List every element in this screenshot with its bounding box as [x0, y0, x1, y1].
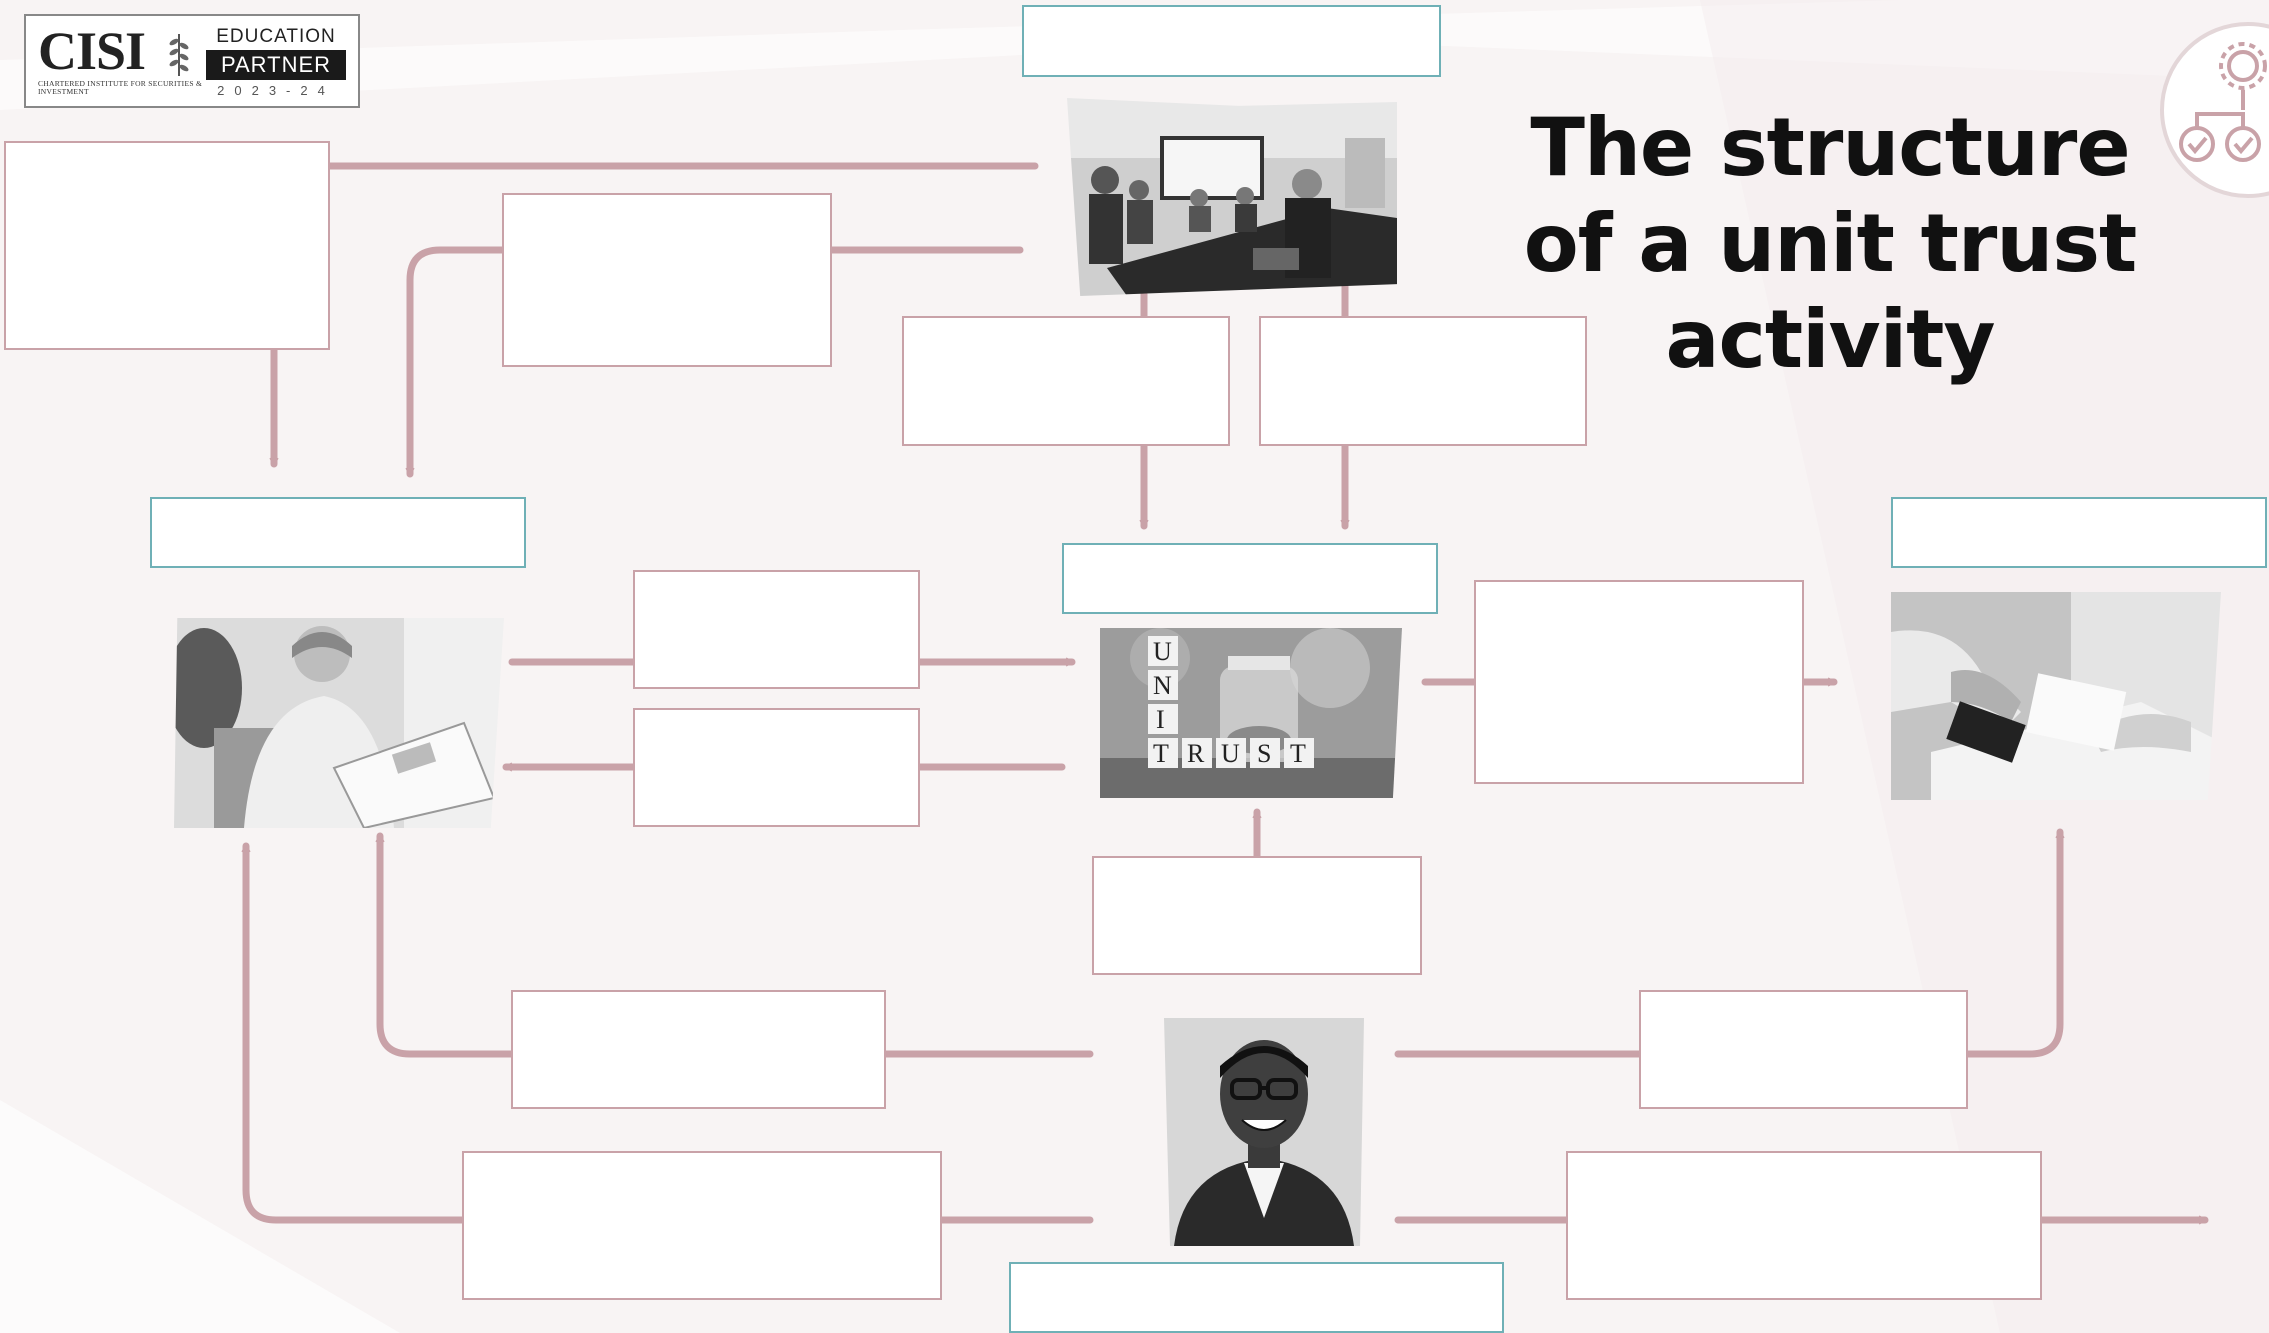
tile-letter: U — [1153, 637, 1172, 666]
logo-partner-badge: PARTNER — [206, 50, 346, 80]
logo-education-text: EDUCATION — [216, 26, 336, 47]
slide-title: The structure of a unit trust activity — [1520, 100, 2140, 388]
business-meeting-photo — [1067, 98, 1397, 296]
arrow-manager-to-investor-lower — [246, 842, 1094, 1224]
box-center-left[interactable] — [902, 316, 1230, 446]
logo-year: 2023-24 — [217, 83, 335, 98]
woman-reading-newspaper-photo — [174, 618, 504, 828]
box-below-trust[interactable] — [1092, 856, 1422, 975]
box-trust-right[interactable] — [1474, 580, 1804, 784]
svg-text:N: N — [1153, 671, 1172, 700]
box-lower-right-lower[interactable] — [1566, 1151, 2042, 1300]
box-center-right[interactable] — [1259, 316, 1587, 446]
svg-text:S: S — [1257, 739, 1271, 768]
label-box-top[interactable] — [1022, 5, 1441, 77]
title-line-2: of a unit trust — [1523, 197, 2137, 290]
box-lower-right-upper[interactable] — [1639, 990, 1968, 1109]
box-sell-units[interactable] — [633, 708, 920, 827]
arrow-manager-to-investor-upper — [380, 832, 1094, 1058]
cisi-education-partner-logo: CISI Chartered Institute for Securities … — [24, 14, 360, 108]
box-lower-left-lower[interactable] — [462, 1151, 942, 1300]
smiling-man-portrait-photo — [1164, 1018, 1364, 1246]
svg-text:T: T — [1290, 739, 1306, 768]
arrow-manager-to-advice — [1394, 828, 2060, 1058]
label-box-right[interactable] — [1891, 497, 2267, 568]
hands-with-documents-photo — [1891, 592, 2221, 800]
svg-text:U: U — [1221, 739, 1240, 768]
label-box-center[interactable] — [1062, 543, 1438, 614]
logo-brand: CISI — [38, 21, 146, 81]
svg-text:T: T — [1153, 739, 1169, 768]
box-buy-units[interactable] — [633, 570, 920, 689]
box-top-left[interactable] — [4, 141, 330, 350]
box-lower-left-upper[interactable] — [511, 990, 886, 1109]
unit-trust-jar-photo: U N I T R U S T — [1100, 628, 1402, 798]
arrow-box-mid-down — [410, 246, 506, 478]
logo-brand-subtitle: Chartered Institute for Securities & Inv… — [38, 79, 203, 96]
title-line-3: activity — [1665, 293, 1995, 386]
gear-workflow-icon — [2160, 22, 2269, 198]
laurel-sprig-icon — [169, 34, 189, 76]
svg-text:R: R — [1187, 739, 1205, 768]
label-box-left[interactable] — [150, 497, 526, 568]
box-top-middle[interactable] — [502, 193, 832, 367]
svg-text:I: I — [1156, 705, 1165, 734]
title-line-1: The structure — [1530, 101, 2130, 194]
label-box-bottom[interactable] — [1009, 1262, 1504, 1333]
